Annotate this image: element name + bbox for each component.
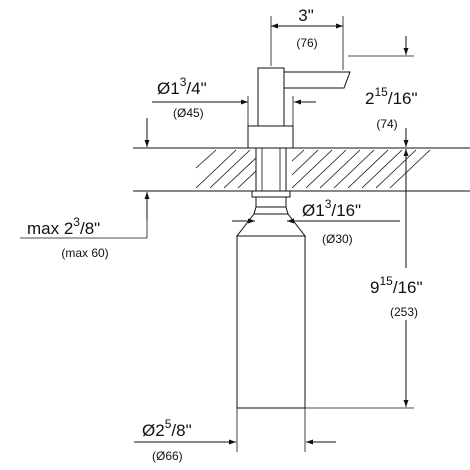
bottle-length-num: 15 <box>379 274 393 288</box>
svg-text:215/16": 215/16" <box>365 85 418 108</box>
svg-text:Ø13/4": Ø13/4" <box>157 75 207 98</box>
bottle-length-metric: (253) <box>390 305 418 319</box>
dispenser-collar <box>247 125 294 149</box>
head-diameter-whole: Ø1 <box>157 79 180 98</box>
bottle-diameter-den: 8" <box>176 421 192 440</box>
mounting-nut <box>251 190 291 198</box>
dimension-head-diameter: Ø13/4" (Ø45) <box>152 75 316 126</box>
head-height-metric: (74) <box>376 117 397 131</box>
bottle-cap <box>253 206 289 215</box>
bottle-length-den: 16" <box>398 278 423 297</box>
bottle-diameter-whole: Ø2 <box>142 421 165 440</box>
svg-text:Ø25/8": Ø25/8" <box>142 417 192 440</box>
head-diameter-den: 4" <box>191 79 207 98</box>
bottle-length-whole: 9 <box>370 278 379 297</box>
shank-diameter-den: 16" <box>336 201 361 220</box>
bottle-diameter-metric: (Ø66) <box>152 449 183 463</box>
svg-text:max 23/8": max 23/8" <box>27 215 100 238</box>
head-height-whole: 2 <box>365 89 374 108</box>
max-thickness-whole: max 2 <box>27 219 73 238</box>
shank-diameter-whole: Ø1 <box>302 201 325 220</box>
head-height-num: 15 <box>374 85 388 99</box>
dimension-top-width-label: 3" <box>298 6 314 25</box>
head-diameter-num: 3 <box>180 75 187 89</box>
bottle-shoulder <box>235 213 307 237</box>
countertop-hatching <box>195 149 431 189</box>
dispenser-spout <box>283 71 351 89</box>
head-diameter-metric: (Ø45) <box>173 106 204 120</box>
dimension-max-thickness: max 23/8" (max 60) <box>20 118 150 260</box>
svg-text:Ø13/16": Ø13/16" <box>302 197 361 220</box>
dimension-bottle-length: 915/16" (253) <box>305 149 423 409</box>
soap-dispenser <box>235 67 351 409</box>
shank-diameter-num: 3 <box>325 197 332 211</box>
max-thickness-num: 3 <box>73 215 80 229</box>
head-height-den: 16" <box>393 89 418 108</box>
shank-diameter-metric: (Ø30) <box>322 232 353 246</box>
dispenser-shank <box>255 147 287 192</box>
dimension-shank-diameter: Ø13/16" (Ø30) <box>232 197 400 246</box>
dimension-top-width: 3" (76) <box>270 6 344 70</box>
bottle-diameter-num: 5 <box>165 417 172 431</box>
dimension-bottle-diameter: Ø25/8" (Ø66) <box>134 408 336 463</box>
max-thickness-metric: (max 60) <box>61 246 108 260</box>
svg-text:915/16": 915/16" <box>370 274 423 297</box>
dimension-top-width-metric: (76) <box>296 36 317 50</box>
dispenser-head <box>257 67 285 127</box>
bottle-body <box>236 235 306 409</box>
countertop <box>133 147 470 192</box>
max-thickness-den: 8" <box>85 219 101 238</box>
bottle-neck <box>255 196 287 208</box>
dimension-head-height: 215/16" (74) <box>348 36 418 147</box>
